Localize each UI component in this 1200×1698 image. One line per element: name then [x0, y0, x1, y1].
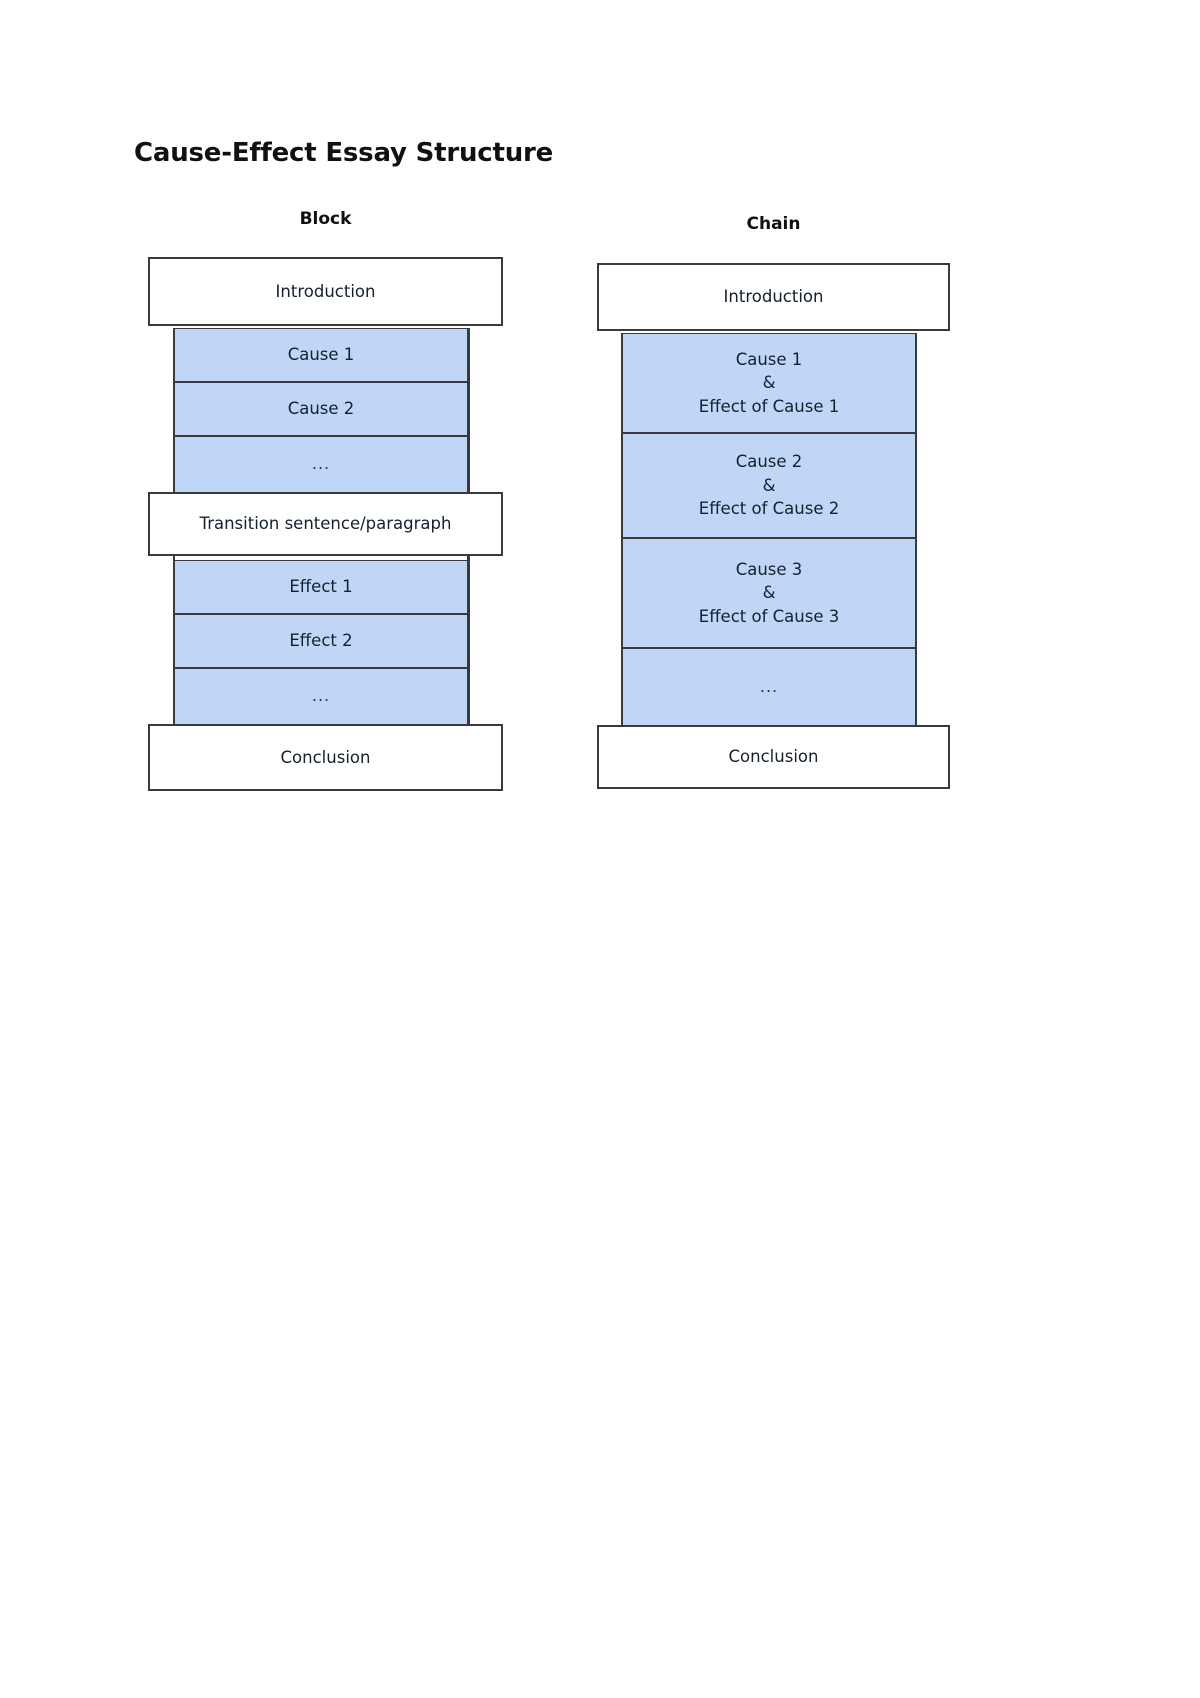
node-chain-introduction[interactable]: Introduction [597, 263, 950, 331]
node-block-introduction[interactable]: Introduction [148, 257, 503, 326]
column-header-block: Block [299, 209, 352, 229]
node-block-cause-ellipsis[interactable]: ... [173, 436, 469, 493]
node-chain-cause-effect-2[interactable]: Cause 2 & Effect of Cause 2 [621, 433, 917, 538]
chain-stack-right-edge [915, 333, 917, 726]
node-label: Cause 3 & Effect of Cause 3 [698, 559, 840, 626]
node-chain-cause-effect-3[interactable]: Cause 3 & Effect of Cause 3 [621, 538, 917, 648]
node-chain-ellipsis[interactable]: ... [621, 648, 917, 726]
node-label: Effect 2 [289, 631, 353, 651]
node-label: ... [311, 686, 331, 706]
node-chain-conclusion[interactable]: Conclusion [597, 725, 950, 789]
node-block-transition[interactable]: Transition sentence/paragraph [148, 492, 503, 556]
node-block-effect-ellipsis[interactable]: ... [173, 668, 469, 725]
chain-stack-left-edge [621, 333, 623, 726]
node-block-effect-2[interactable]: Effect 2 [173, 614, 469, 668]
node-label: Introduction [275, 281, 376, 301]
node-block-effect-1[interactable]: Effect 1 [173, 560, 469, 614]
node-label: ... [759, 676, 779, 696]
node-label: Introduction [723, 287, 824, 307]
node-block-cause-2[interactable]: Cause 2 [173, 382, 469, 436]
node-block-cause-1[interactable]: Cause 1 [173, 328, 469, 382]
node-label: Cause 1 [287, 345, 355, 365]
node-label: ... [311, 454, 331, 474]
column-header-chain: Chain [746, 214, 801, 234]
node-chain-cause-effect-1[interactable]: Cause 1 & Effect of Cause 1 [621, 333, 917, 433]
node-label: Transition sentence/paragraph [199, 514, 452, 534]
node-label: Cause 1 & Effect of Cause 1 [698, 349, 840, 416]
node-block-conclusion[interactable]: Conclusion [148, 724, 503, 791]
node-label: Conclusion [728, 747, 819, 767]
node-label: Cause 2 [287, 399, 355, 419]
node-label: Conclusion [280, 747, 371, 767]
node-label: Effect 1 [289, 577, 353, 597]
page-title: Cause-Effect Essay Structure [134, 138, 554, 168]
node-label: Cause 2 & Effect of Cause 2 [698, 452, 840, 519]
